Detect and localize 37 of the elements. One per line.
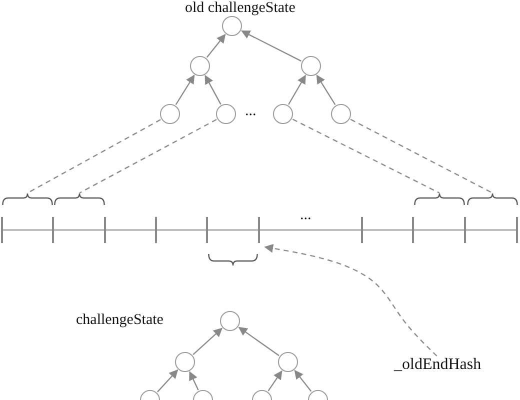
arrow (268, 370, 282, 392)
tree-node-circle (175, 352, 195, 372)
ellipsis-label: ... (300, 206, 312, 224)
ellipsis-label: ... (245, 102, 256, 120)
arrow (175, 74, 195, 105)
dashed-leader-line (264, 244, 438, 356)
arrow (206, 34, 226, 58)
node-label: _oldEndHash (394, 356, 482, 373)
arrow (157, 369, 178, 392)
dashed-leader-line (79, 119, 217, 194)
dashed-leader-line (27, 119, 161, 194)
tree-node-circle (301, 56, 321, 76)
curly-brace (208, 254, 258, 266)
tree-node-circle (220, 311, 240, 331)
tree-node-circle (222, 16, 242, 36)
arrow (241, 30, 302, 62)
curly-brace (54, 193, 105, 205)
arrow (189, 371, 199, 390)
dashed-leader-line (350, 118, 493, 194)
arrow (238, 326, 280, 356)
arrow (192, 328, 223, 356)
arrow (204, 74, 222, 105)
arrow (294, 370, 312, 392)
tree-node-circle (273, 104, 293, 124)
tree-caption: challengeState (76, 311, 164, 329)
tree-node-circle (331, 104, 351, 124)
curly-brace (467, 193, 518, 205)
curly-brace (414, 193, 465, 205)
tree-node-circle (278, 352, 298, 372)
curly-brace (2, 193, 53, 205)
tree-node-circle (216, 104, 236, 124)
tree-node-circle (160, 104, 180, 124)
tree-caption: old challengeState (185, 0, 296, 17)
tree-node-circle (190, 56, 210, 76)
arrow (316, 74, 336, 105)
dashed-leader-line (292, 118, 440, 194)
arrow (288, 74, 306, 105)
